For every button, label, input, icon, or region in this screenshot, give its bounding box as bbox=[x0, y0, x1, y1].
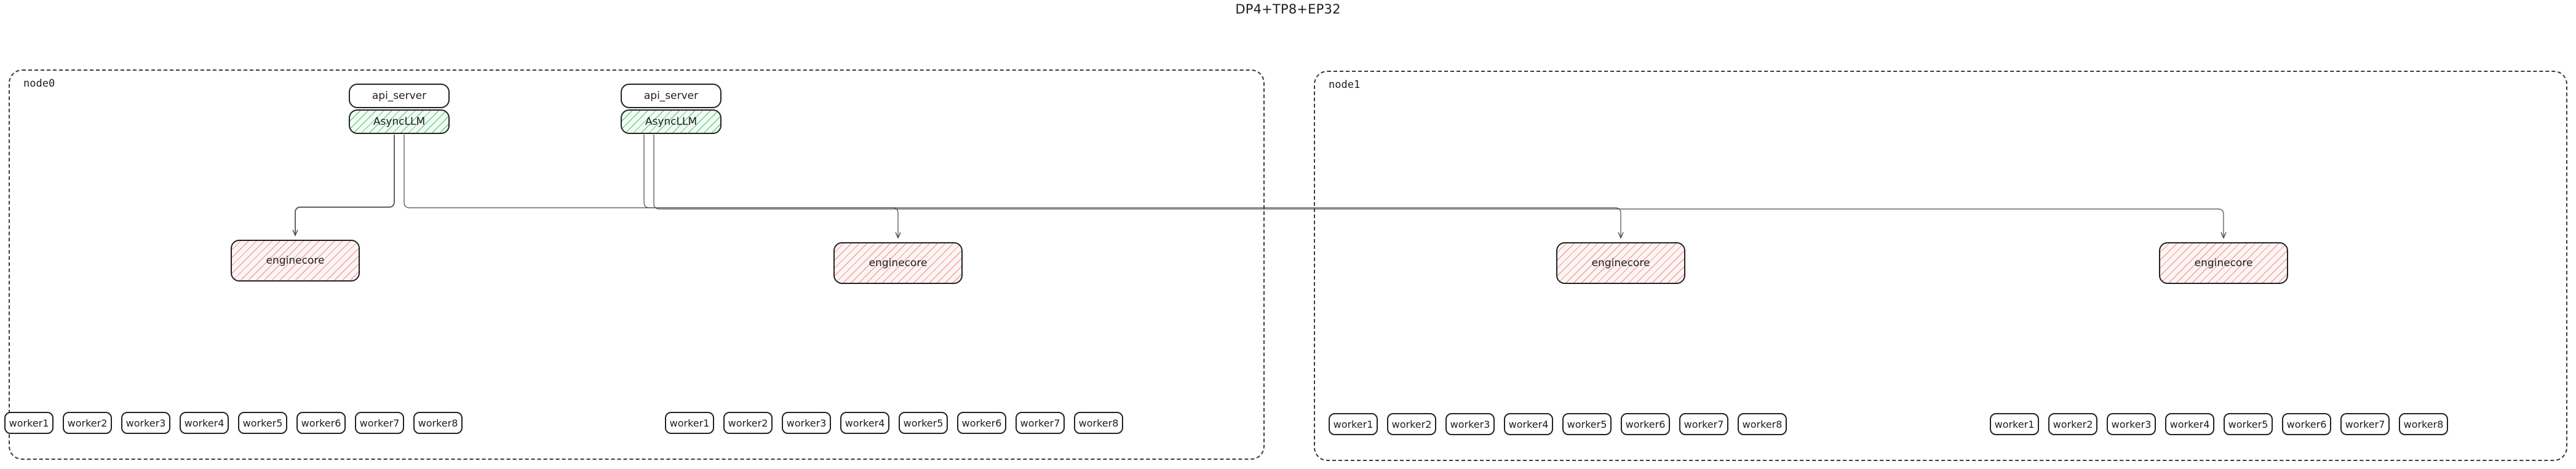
node-enginecore-0[interactable]: enginecore bbox=[231, 240, 360, 282]
node-worker[interactable]: worker5 bbox=[899, 412, 948, 434]
node-worker[interactable]: worker2 bbox=[1387, 413, 1436, 435]
node-asyncllm-0[interactable]: AsyncLLM bbox=[349, 109, 450, 134]
node-worker-label: worker6 bbox=[2286, 418, 2327, 430]
node-worker[interactable]: worker8 bbox=[413, 412, 463, 434]
node-worker-label: worker2 bbox=[2053, 418, 2093, 430]
cluster-node0: node0 bbox=[9, 69, 1265, 460]
node-worker[interactable]: worker2 bbox=[63, 412, 112, 434]
node-worker[interactable]: worker6 bbox=[296, 412, 346, 434]
node-worker[interactable]: worker3 bbox=[782, 412, 831, 434]
node-worker-label: worker3 bbox=[786, 417, 827, 429]
node-worker-label: worker4 bbox=[845, 417, 885, 429]
cluster-node1: node1 bbox=[1314, 71, 2567, 461]
node-worker-label: worker4 bbox=[2169, 418, 2210, 430]
cluster-node0-label: node0 bbox=[23, 77, 55, 90]
node-enginecore-3[interactable]: enginecore bbox=[2159, 242, 2288, 284]
node-worker[interactable]: worker7 bbox=[1679, 413, 1728, 435]
node-worker[interactable]: worker2 bbox=[2048, 413, 2097, 435]
node-asyncllm-0-label: AsyncLLM bbox=[373, 116, 426, 128]
node-worker-label: worker7 bbox=[1020, 417, 1060, 429]
node-enginecore-3-label: enginecore bbox=[2194, 257, 2253, 269]
node-worker-label: worker1 bbox=[1994, 418, 2035, 430]
node-asyncllm-1[interactable]: AsyncLLM bbox=[621, 109, 722, 134]
node-worker[interactable]: worker6 bbox=[2282, 413, 2331, 435]
node-worker-label: worker7 bbox=[2345, 418, 2385, 430]
node-worker[interactable]: worker6 bbox=[957, 412, 1006, 434]
node-worker-label: worker1 bbox=[669, 417, 710, 429]
node-worker[interactable]: worker1 bbox=[1329, 413, 1378, 435]
node-worker-label: worker6 bbox=[1625, 418, 1666, 430]
node-worker-label: worker6 bbox=[301, 417, 341, 429]
node-worker-label: worker8 bbox=[1078, 417, 1119, 429]
node-api-server-1[interactable]: api_server bbox=[621, 84, 722, 108]
node-worker-label: worker7 bbox=[1684, 418, 1724, 430]
node-worker[interactable]: worker7 bbox=[355, 412, 404, 434]
node-enginecore-2[interactable]: enginecore bbox=[1556, 242, 1685, 284]
node-worker[interactable]: worker1 bbox=[665, 412, 714, 434]
node-worker[interactable]: worker1 bbox=[4, 412, 54, 434]
node-worker[interactable]: worker7 bbox=[2340, 413, 2390, 435]
node-worker[interactable]: worker4 bbox=[2165, 413, 2214, 435]
node-enginecore-0-label: enginecore bbox=[266, 254, 325, 267]
node-worker-label: worker4 bbox=[1508, 418, 1549, 430]
node-worker[interactable]: worker6 bbox=[1621, 413, 1670, 435]
node-worker[interactable]: worker3 bbox=[121, 412, 170, 434]
node-worker[interactable]: worker4 bbox=[180, 412, 229, 434]
node-worker-label: worker4 bbox=[184, 417, 225, 429]
node-worker[interactable]: worker1 bbox=[1990, 413, 2039, 435]
node-worker-label: worker5 bbox=[903, 417, 944, 429]
node-worker[interactable]: worker3 bbox=[1445, 413, 1495, 435]
node-worker-label: worker5 bbox=[242, 417, 283, 429]
node-worker-label: worker5 bbox=[1567, 418, 1607, 430]
node-enginecore-1-label: enginecore bbox=[869, 257, 928, 269]
node-api-server-1-label: api_server bbox=[643, 90, 699, 102]
node-asyncllm-1-label: AsyncLLM bbox=[645, 116, 698, 128]
node-worker[interactable]: worker4 bbox=[1504, 413, 1553, 435]
page-title: DP4+TP8+EP32 bbox=[1235, 2, 1341, 17]
node-worker-label: worker8 bbox=[2403, 418, 2444, 430]
node-worker[interactable]: worker8 bbox=[1074, 412, 1123, 434]
node-worker[interactable]: worker2 bbox=[723, 412, 773, 434]
cluster-node1-label: node1 bbox=[1329, 79, 1361, 91]
node-worker-label: worker1 bbox=[1333, 418, 1373, 430]
node-enginecore-2-label: enginecore bbox=[1591, 257, 1650, 269]
node-worker-label: worker8 bbox=[418, 417, 458, 429]
node-worker-label: worker2 bbox=[1391, 418, 1432, 430]
node-worker-label: worker6 bbox=[961, 417, 1002, 429]
node-api-server-0[interactable]: api_server bbox=[349, 84, 450, 108]
node-worker-label: worker7 bbox=[359, 417, 400, 429]
node-enginecore-1[interactable]: enginecore bbox=[833, 242, 963, 284]
node-worker-label: worker3 bbox=[1450, 418, 1490, 430]
node-worker-label: worker3 bbox=[125, 417, 166, 429]
node-worker-label: worker2 bbox=[67, 417, 108, 429]
node-worker[interactable]: worker8 bbox=[2399, 413, 2448, 435]
node-worker[interactable]: worker4 bbox=[840, 412, 889, 434]
node-worker[interactable]: worker5 bbox=[2224, 413, 2273, 435]
node-api-server-0-label: api_server bbox=[372, 90, 427, 102]
node-worker-label: worker5 bbox=[2228, 418, 2268, 430]
node-worker[interactable]: worker7 bbox=[1016, 412, 1065, 434]
node-worker[interactable]: worker5 bbox=[1562, 413, 1612, 435]
node-worker[interactable]: worker3 bbox=[2107, 413, 2156, 435]
node-worker-label: worker8 bbox=[1742, 418, 1783, 430]
node-worker[interactable]: worker5 bbox=[238, 412, 287, 434]
node-worker-label: worker2 bbox=[728, 417, 768, 429]
node-worker-label: worker1 bbox=[9, 417, 49, 429]
node-worker-label: worker3 bbox=[2111, 418, 2152, 430]
node-worker[interactable]: worker8 bbox=[1738, 413, 1787, 435]
